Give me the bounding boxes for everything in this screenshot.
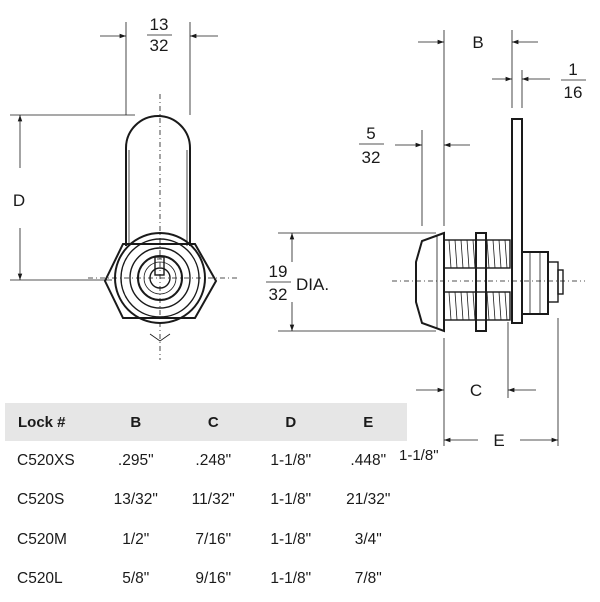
d-label: D: [13, 191, 25, 210]
width-denominator: 32: [150, 36, 169, 55]
header-c: C: [174, 403, 252, 441]
cell-e: .448": [350, 451, 387, 469]
cell-lock: C520M: [17, 530, 67, 548]
cell-b: 13/32": [113, 491, 158, 509]
key-slot: [154, 256, 165, 276]
c-label: C: [470, 381, 482, 400]
rear-stem: [521, 251, 549, 315]
side-cam-blade: [511, 118, 523, 324]
front-hex-nut: [103, 243, 218, 319]
cell-c: 11/32": [191, 491, 235, 509]
front-cam-outline: [125, 115, 191, 246]
cell-b: .295": [117, 451, 154, 469]
cell-d: 1-1/8": [270, 570, 312, 588]
side-view: 19 32 DIA. 5 32 B 1 16 C E 1-: [266, 30, 586, 464]
table-row: C520L 5/8" 9/16" 1-1/8" 7/8": [5, 560, 407, 600]
side-nut: [475, 232, 487, 332]
one-denominator: 16: [564, 83, 583, 102]
cell-b: 5/8": [122, 570, 150, 588]
dia-denominator: 32: [269, 285, 288, 304]
table-row: C520S 13/32" 11/32" 1-1/8" 21/32": [5, 481, 407, 521]
dia-numerator: 19: [269, 262, 288, 281]
five-denominator: 32: [362, 148, 381, 167]
header-e: E: [329, 403, 407, 441]
cell-d: 1-1/8": [270, 451, 312, 469]
b-label: B: [472, 33, 483, 52]
header-b: B: [97, 403, 175, 441]
width-numerator: 13: [150, 15, 169, 34]
cell-c: .248": [195, 451, 232, 469]
cell-lock: C520XS: [17, 451, 75, 469]
cell-e: 21/32": [346, 491, 391, 509]
table-row: C520M 1/2" 7/16" 1-1/8" 3/4": [5, 520, 407, 560]
lock-dimension-table: Lock # B C D E C520XS .295" .248" 1-1/8"…: [5, 403, 407, 599]
cell-c: 9/16": [195, 570, 232, 588]
table-row: C520XS .295" .248" 1-1/8" .448": [5, 441, 407, 481]
cell-e: 7/8": [354, 570, 382, 588]
stray-dimension: 1-1/8": [399, 447, 439, 464]
one-numerator: 1: [568, 60, 577, 79]
cell-b: 1/2": [122, 530, 150, 548]
side-head: [415, 231, 445, 333]
e-label: E: [493, 431, 504, 450]
five-numerator: 5: [366, 124, 375, 143]
dia-suffix: DIA.: [296, 275, 329, 294]
table-header-row: Lock # B C D E: [5, 403, 407, 441]
cell-d: 1-1/8": [270, 491, 312, 509]
cell-lock: C520S: [17, 491, 65, 509]
cell-lock: C520L: [17, 570, 63, 588]
header-d: D: [252, 403, 330, 441]
cell-d: 1-1/8": [270, 530, 312, 548]
cell-c: 7/16": [195, 530, 232, 548]
cell-e: 3/4": [354, 530, 382, 548]
header-lock: Lock #: [5, 403, 97, 441]
front-view: 13 32 D: [10, 15, 240, 360]
